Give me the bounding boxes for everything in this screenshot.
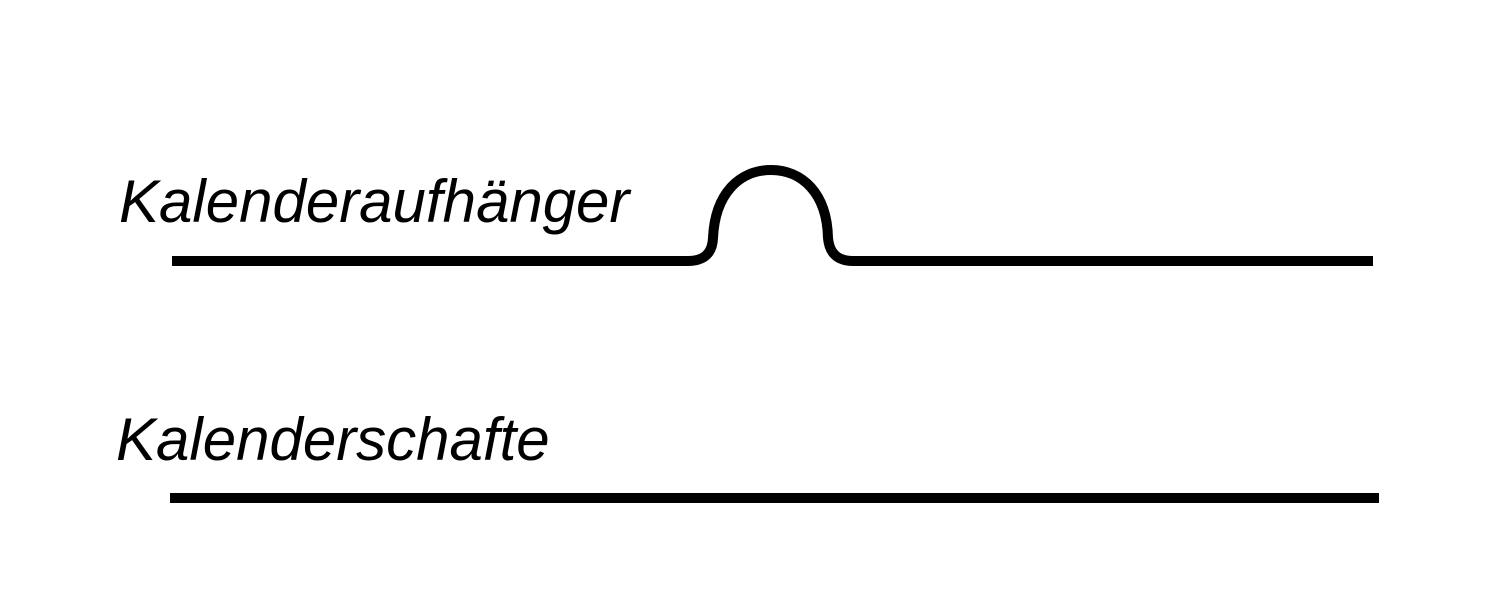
kalenderschafte-label: Kalenderschafte: [116, 406, 550, 473]
kalenderaufhaenger-label: Kalenderaufhänger: [119, 168, 630, 235]
hanger-profile-line: [172, 165, 1373, 266]
